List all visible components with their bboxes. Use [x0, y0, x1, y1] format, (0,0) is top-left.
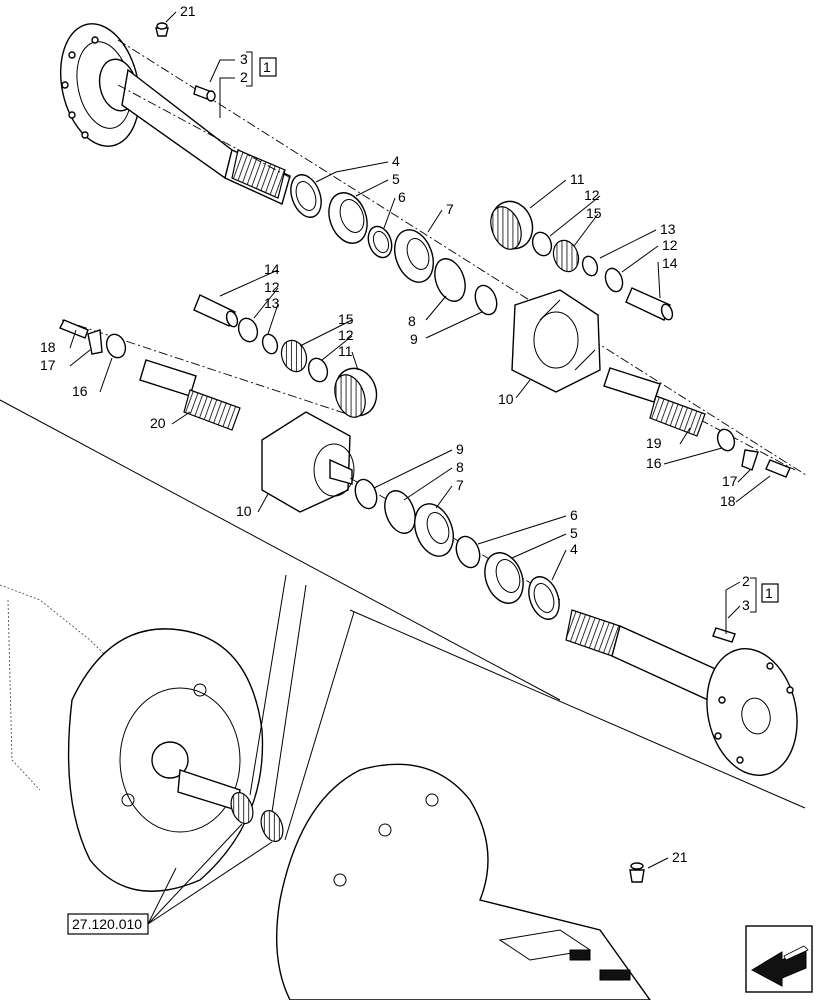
axle-shaft-lower [565, 609, 798, 776]
sun-shaft-20 [139, 359, 241, 431]
callout-14[interactable]: 14 [264, 261, 280, 277]
callout-9[interactable]: 9 [410, 331, 418, 347]
callout-10[interactable]: 10 [498, 391, 514, 407]
needle-bearing-15-upper [552, 239, 580, 273]
pin-14-left [193, 294, 239, 328]
axle-housing-left [0, 584, 264, 892]
callout-12[interactable]: 12 [264, 279, 280, 295]
bracket-1-upper [246, 51, 277, 87]
callout-2[interactable]: 2 [240, 69, 248, 85]
ring-13-left [261, 333, 279, 355]
callout-8[interactable]: 8 [456, 459, 464, 475]
bracket-1-lower [750, 577, 779, 613]
washer-16-left [105, 333, 127, 359]
callout-14[interactable]: 14 [662, 255, 678, 271]
callout-16[interactable]: 16 [72, 383, 88, 399]
axle-housing-right [275, 763, 652, 1001]
grease-nipple-upper [155, 22, 169, 37]
washer-12-left [237, 317, 259, 343]
callout-19[interactable]: 19 [646, 435, 662, 451]
washer-9-lower [354, 478, 378, 510]
callout-1[interactable]: 1 [263, 59, 271, 75]
ring-6-lower [455, 535, 481, 569]
callout-12[interactable]: 12 [662, 237, 678, 253]
pin-14-upper [625, 287, 674, 321]
callout-5[interactable]: 5 [570, 525, 578, 541]
arrow-left-icon[interactable] [745, 925, 813, 993]
washer-16-right [716, 428, 736, 452]
seal-ring-4-lower [528, 576, 560, 620]
bolt-upper [193, 85, 216, 102]
axle-shaft-upper [59, 23, 291, 205]
callout-11[interactable]: 11 [338, 343, 353, 359]
lock-plate-17-right [741, 449, 759, 471]
callout-15[interactable]: 15 [586, 205, 602, 221]
reference-box[interactable] [67, 913, 149, 935]
callout-17[interactable]: 17 [722, 473, 738, 489]
callout-7[interactable]: 7 [446, 201, 454, 217]
callout-4[interactable]: 4 [570, 541, 578, 557]
callout-labels: 2132145671112151312148910141213151211181… [40, 3, 773, 865]
callout-4[interactable]: 4 [392, 153, 400, 169]
callout-2[interactable]: 2 [742, 573, 750, 589]
callout-15[interactable]: 15 [338, 311, 354, 327]
gear-11-upper [490, 200, 534, 250]
bolt-18-right [765, 459, 791, 478]
needle-bearing-right [260, 809, 284, 843]
callout-11[interactable]: 11 [570, 171, 585, 187]
callout-16[interactable]: 16 [646, 455, 662, 471]
washer-12-upper-b [604, 267, 624, 293]
bearing-7-lower [414, 503, 454, 557]
reference-label[interactable]: 27.120.010 [72, 916, 142, 932]
callout-17[interactable]: 17 [40, 357, 56, 373]
ring-13-upper [581, 255, 599, 277]
washer-12-left-b [307, 357, 329, 383]
callout-1[interactable]: 1 [765, 585, 773, 601]
needle-bearing-left [230, 791, 254, 825]
planet-carrier-10-upper [511, 289, 601, 393]
callout-13[interactable]: 13 [264, 295, 280, 311]
callout-5[interactable]: 5 [392, 171, 400, 187]
needle-bearing-15-left [280, 339, 308, 373]
seal-ring-4-upper [290, 174, 322, 218]
callout-7[interactable]: 7 [456, 477, 464, 493]
snap-ring-8-lower [384, 490, 416, 534]
sun-shaft-19 [603, 367, 706, 437]
snap-ring-8-upper [434, 258, 466, 302]
planet-carrier-10-left [261, 411, 355, 513]
lock-plate-17-left [87, 329, 103, 355]
callout-20[interactable]: 20 [150, 415, 166, 431]
callout-6[interactable]: 6 [398, 189, 406, 205]
grease-nipple-lower [629, 862, 645, 883]
callout-13[interactable]: 13 [660, 221, 676, 237]
washer-9-upper [474, 284, 498, 316]
washer-12-upper [531, 231, 553, 257]
bearing-5-upper [328, 192, 368, 244]
callout-8[interactable]: 8 [408, 313, 416, 329]
callout-leaders [69, 11, 771, 925]
callout-3[interactable]: 3 [742, 597, 750, 613]
bolt-18-left [59, 319, 89, 339]
callout-3[interactable]: 3 [240, 51, 248, 67]
ring-6-upper [367, 225, 393, 259]
bearing-5-lower [484, 552, 524, 604]
callout-10[interactable]: 10 [236, 503, 252, 519]
callout-12[interactable]: 12 [338, 327, 354, 343]
callout-12[interactable]: 12 [584, 187, 600, 203]
gear-11-left [334, 367, 378, 418]
callout-6[interactable]: 6 [570, 507, 578, 523]
bearing-7-upper [394, 229, 434, 283]
callout-21[interactable]: 21 [180, 3, 196, 19]
callout-21[interactable]: 21 [672, 849, 688, 865]
bolt-lower [712, 627, 736, 643]
callout-18[interactable]: 18 [40, 339, 56, 355]
callout-18[interactable]: 18 [720, 493, 736, 509]
callout-9[interactable]: 9 [456, 441, 464, 457]
